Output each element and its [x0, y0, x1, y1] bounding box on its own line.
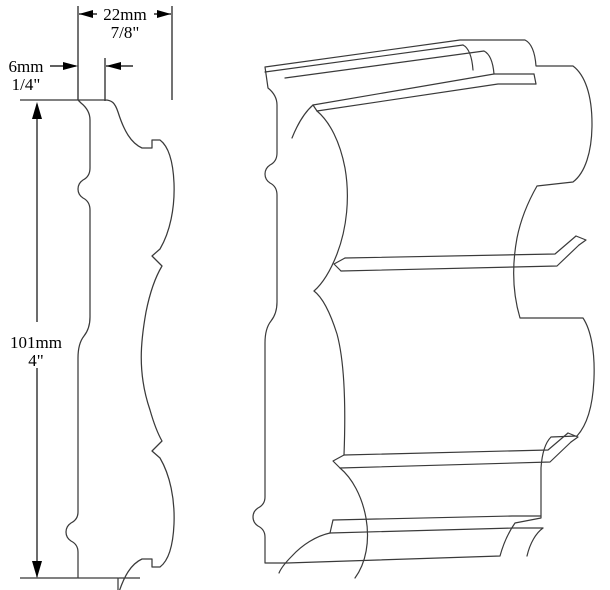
- iso-lower-notch-left-v: [333, 257, 346, 272]
- width-imperial-label: 7/8": [111, 23, 140, 42]
- iso-upper-shelf-right-edge: [533, 73, 537, 85]
- isometric-body-outline: [252, 39, 595, 564]
- iso-mid-notch-band-bottom: [339, 441, 572, 469]
- iso-mid-notch-band-top: [343, 432, 569, 456]
- height-arrow-up-icon: [32, 102, 42, 119]
- width-arrow-right-icon: [157, 10, 171, 18]
- depth-arrow-left-icon: [106, 62, 121, 70]
- iso-mid-bead-lower-cove: [339, 467, 369, 579]
- iso-base-shelf-top: [332, 515, 542, 521]
- iso-mid-notch-left-v: [332, 454, 345, 469]
- iso-top-face-edge-1: [264, 44, 464, 73]
- iso-base-shelf-bottom: [329, 527, 544, 534]
- iso-base-right-fillet: [526, 527, 544, 557]
- iso-upper-shelf-left-edge: [312, 104, 318, 112]
- iso-base-fillet-curve: [278, 532, 331, 574]
- iso-upper-shelf-top: [312, 73, 535, 106]
- iso-upper-shelf-bottom: [316, 83, 537, 112]
- profile-outline-path: [65, 99, 175, 590]
- iso-lower-notch-band-top: [344, 235, 577, 259]
- iso-mid-bead-left-profile: [313, 290, 346, 456]
- height-imperial-label: 4": [28, 351, 43, 370]
- iso-lower-notch-band-bottom: [340, 244, 580, 272]
- depth-metric-label: 6mm: [9, 57, 44, 76]
- iso-lower-notch-right-v: [575, 235, 587, 246]
- iso-upper-cove: [313, 110, 348, 292]
- isometric-molding-view: [252, 39, 595, 579]
- width-metric-label: 22mm: [103, 5, 146, 24]
- depth-arrow-right-icon: [63, 62, 78, 70]
- height-metric-label: 101mm: [10, 333, 62, 352]
- height-arrow-down-icon: [32, 561, 42, 578]
- width-dimension-group: 22mm 7/8": [77, 5, 173, 100]
- width-arrow-left-icon: [79, 10, 93, 18]
- iso-top-fillet-return: [462, 44, 474, 71]
- height-dimension-group: 101mm 4": [10, 99, 140, 579]
- iso-base-shelf-left-edge: [329, 519, 334, 534]
- cross-section-profile-view: [65, 99, 175, 590]
- iso-upper-shelf-face: [291, 104, 314, 139]
- depth-imperial-label: 1/4": [12, 75, 41, 94]
- iso-top-face-edge-2: [284, 50, 495, 79]
- iso-mid-notch-right-v: [567, 432, 579, 443]
- depth-dimension-group: 6mm 1/4": [9, 57, 133, 101]
